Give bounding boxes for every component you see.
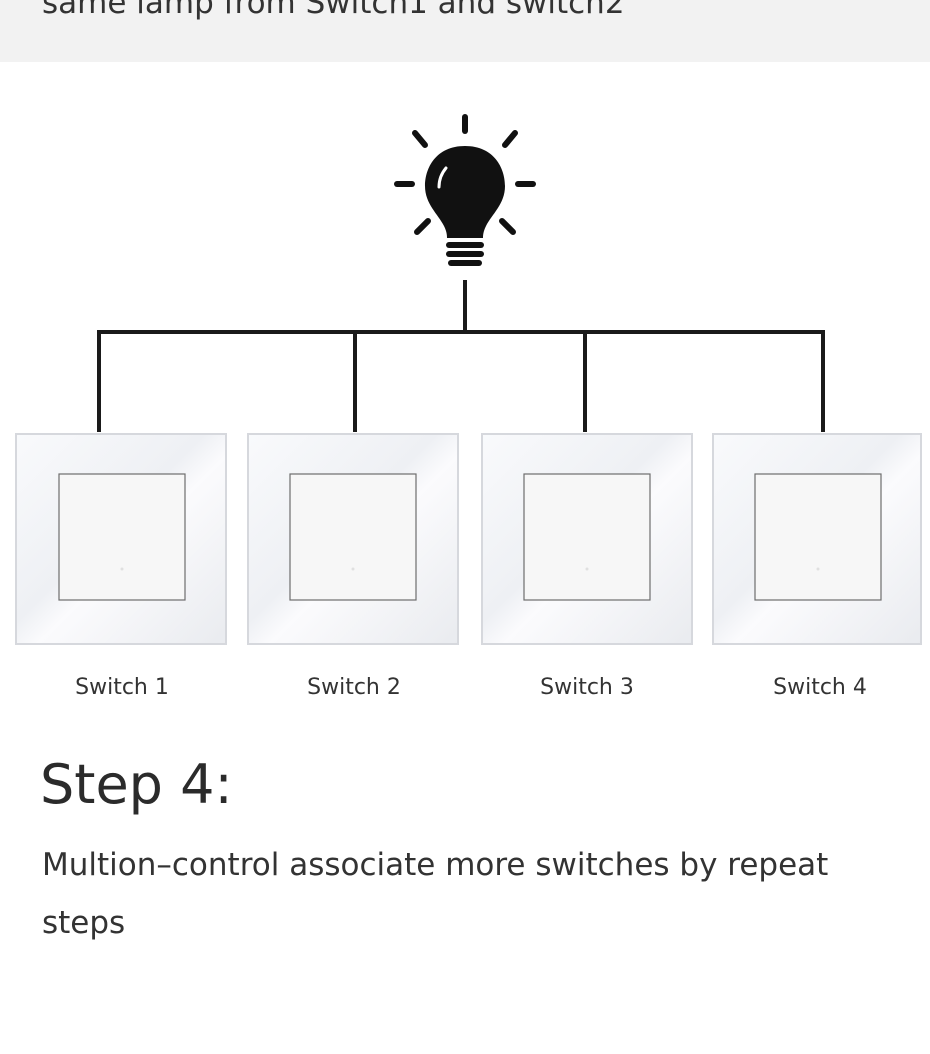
switch-4-label: Switch 4 [773,675,867,700]
previous-step-caption: same lamp from Switch1 and switch2 [42,0,625,21]
switch-panel-3 [481,433,693,645]
wiring-lines [97,280,825,432]
light-bulb-icon [394,114,536,266]
switch-panel-2 [247,433,459,645]
wiring-diagram [15,114,922,645]
switch-panel-1 [15,433,227,645]
previous-step-caption-band: same lamp from Switch1 and switch2 [0,0,930,62]
switch-3-label: Switch 3 [540,675,634,700]
switch-panel-4 [712,433,922,645]
step-description: Multion–control associate more switches … [42,847,829,941]
switch-2-label: Switch 2 [307,675,401,700]
step-title: Step 4: [40,753,233,816]
switch-1-label: Switch 1 [75,675,169,700]
